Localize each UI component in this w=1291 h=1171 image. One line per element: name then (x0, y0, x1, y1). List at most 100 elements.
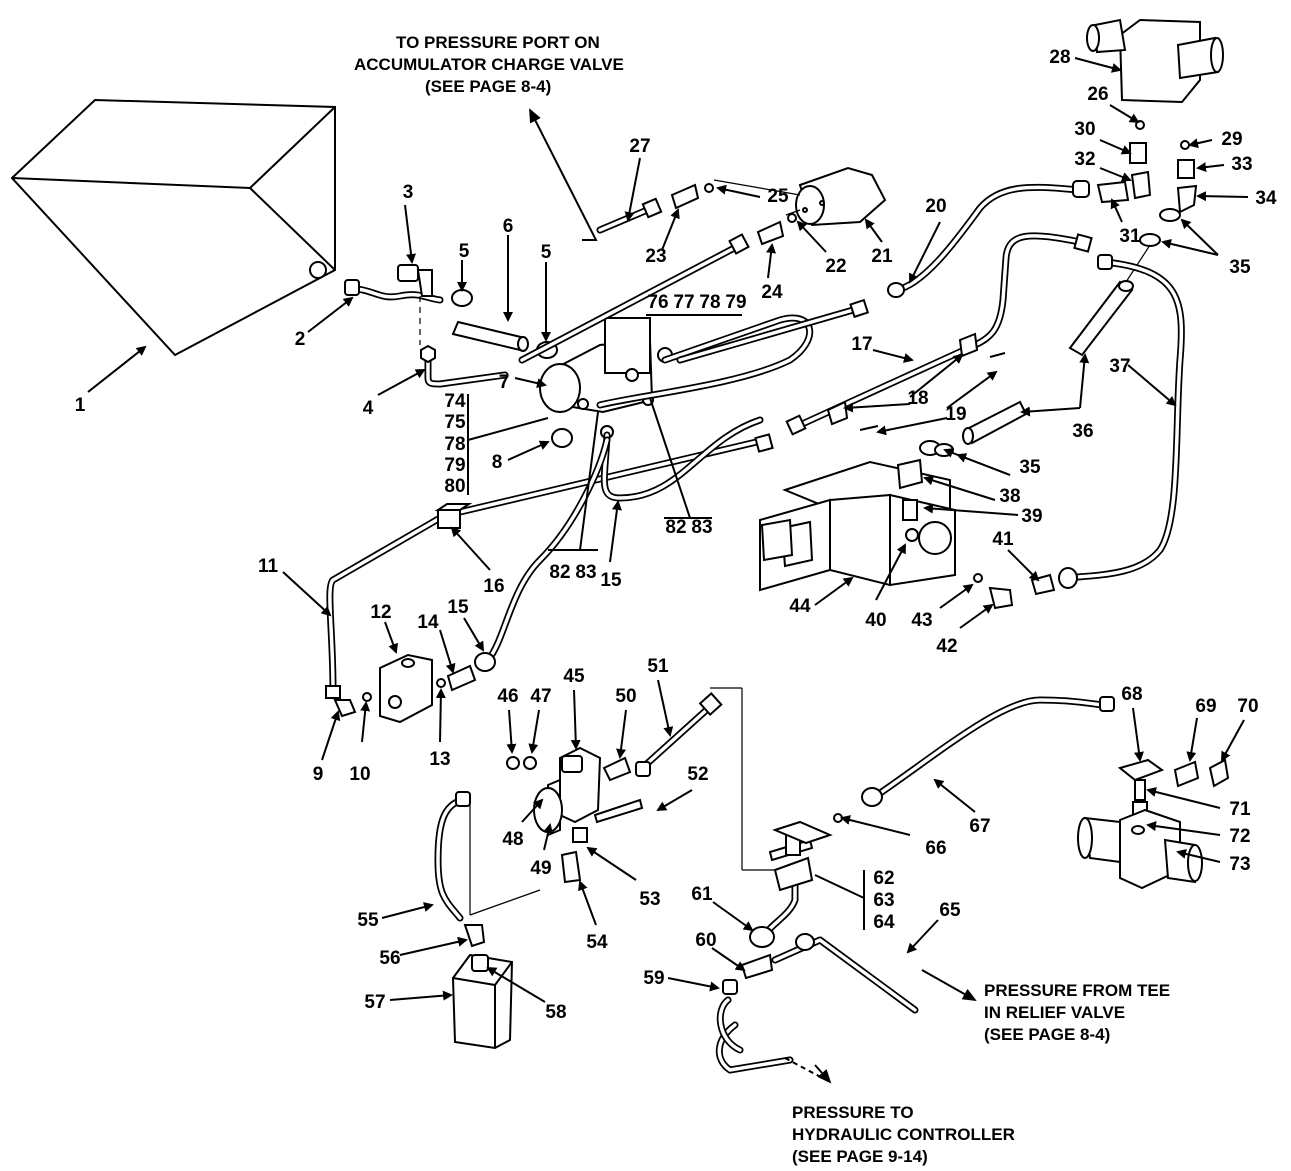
reference-notes: TO PRESSURE PORT ON ACCUMULATOR CHARGE V… (354, 33, 1170, 1166)
group-62-item-3: 64 (873, 912, 895, 933)
callout-70: 70 (1237, 696, 1258, 717)
callout-36: 36 (1072, 421, 1093, 442)
hydraulic-pump (539, 317, 673, 448)
group-76-item-3: 78 (699, 292, 720, 313)
lower-solenoid-valve (469, 687, 780, 916)
callout-52: 52 (687, 764, 708, 785)
callout-50: 50 (615, 686, 636, 707)
callout-72: 72 (1229, 826, 1250, 847)
callout-35a: 35 (1229, 257, 1251, 278)
callout-57: 57 (364, 992, 385, 1013)
callout-61: 61 (691, 884, 713, 905)
callout-56: 56 (379, 948, 400, 969)
control-valve-block (759, 458, 1056, 610)
group-74-item-4: 79 (444, 455, 465, 476)
callout-38: 38 (999, 486, 1020, 507)
long-return-tube (1058, 254, 1185, 589)
callout-21: 21 (871, 246, 893, 267)
group-74-item-1: 74 (444, 391, 466, 412)
callout-69: 69 (1195, 696, 1216, 717)
callout-47: 47 (530, 686, 551, 707)
flow-divider-valve (325, 652, 496, 724)
callout-7: 7 (499, 372, 510, 393)
group-74-item-5: 80 (444, 476, 465, 497)
callout-41: 41 (992, 529, 1014, 550)
callout-73: 73 (1229, 854, 1250, 875)
callout-49: 49 (530, 858, 551, 879)
callout-32: 32 (1074, 149, 1095, 170)
callout-11: 11 (258, 556, 279, 577)
group-76-item-4: 79 (725, 292, 746, 313)
callout-40: 40 (865, 610, 886, 631)
callout-15a: 15 (447, 597, 469, 618)
note-controller-line-1: PRESSURE TO (792, 1103, 914, 1122)
reservoir-tank (10, 98, 336, 357)
callout-29: 29 (1221, 129, 1242, 150)
callout-6: 6 (503, 216, 514, 237)
callout-42: 42 (936, 636, 957, 657)
callout-27: 27 (629, 136, 650, 157)
group-74-item-2: 75 (444, 412, 466, 433)
callout-20: 20 (925, 196, 946, 217)
note-controller-line-3: (SEE PAGE 9-14) (792, 1147, 928, 1166)
callout-3: 3 (403, 182, 414, 203)
callout-53: 53 (639, 889, 660, 910)
bottom-right-valve (1077, 758, 1230, 890)
callout-25: 25 (767, 186, 789, 207)
callout-28: 28 (1049, 47, 1070, 68)
group-82b-item-2: 83 (691, 517, 712, 538)
return-tube (887, 180, 1090, 298)
tank-fittings (344, 264, 509, 388)
note-accumulator-line-1: TO PRESSURE PORT ON (396, 33, 600, 52)
lower-tee-assembly (715, 696, 1115, 1074)
line-bracket-assembly (785, 232, 1093, 436)
callout-10: 10 (349, 764, 370, 785)
accumulator-filter (596, 166, 887, 246)
callout-71: 71 (1229, 799, 1251, 820)
group-82b-item-1: 82 (665, 517, 686, 538)
callout-43: 43 (911, 610, 932, 631)
top-solenoid-valve (1086, 18, 1224, 247)
callout-19: 19 (945, 404, 966, 425)
group-82a-item-1: 82 (549, 562, 570, 583)
callout-9: 9 (313, 764, 324, 785)
group-76-item-2: 77 (673, 292, 694, 313)
callout-numbers: 1 2 3 4 5 5 6 7 8 9 10 11 12 13 14 15 15… (75, 47, 1277, 1023)
callout-30: 30 (1074, 119, 1095, 140)
callout-23: 23 (645, 246, 666, 267)
group-62-item-2: 63 (873, 890, 894, 911)
note-relief-line-2: IN RELIEF VALVE (984, 1003, 1125, 1022)
group-82a-item-2: 83 (575, 562, 596, 583)
note-relief-line-3: (SEE PAGE 8-4) (984, 1025, 1110, 1044)
callout-31: 31 (1119, 226, 1141, 247)
note-accumulator-line-3: (SEE PAGE 8-4) (425, 77, 551, 96)
callout-68: 68 (1121, 684, 1142, 705)
callout-59: 59 (643, 968, 664, 989)
callout-39: 39 (1021, 506, 1042, 527)
callout-65: 65 (939, 900, 961, 921)
group-62-item-1: 62 (873, 868, 894, 889)
callout-22: 22 (825, 256, 846, 277)
callout-51: 51 (647, 656, 669, 677)
callout-34: 34 (1255, 188, 1277, 209)
parts-drawing (10, 18, 1230, 1074)
callout-13: 13 (429, 749, 450, 770)
callout-4: 4 (363, 398, 374, 419)
callout-54: 54 (586, 932, 608, 953)
leader-lines (87, 57, 1249, 1084)
group-74-item-3: 78 (444, 434, 465, 455)
callout-55: 55 (357, 910, 379, 931)
callout-5b: 5 (541, 242, 552, 263)
pressure-tubes (326, 233, 870, 694)
callout-66: 66 (925, 838, 946, 859)
group-76-item-1: 76 (647, 292, 668, 313)
callout-46: 46 (497, 686, 518, 707)
callout-45: 45 (563, 666, 585, 687)
callout-35b: 35 (1019, 457, 1041, 478)
callout-26: 26 (1087, 84, 1108, 105)
callout-2: 2 (295, 329, 306, 350)
callout-14: 14 (417, 612, 439, 633)
callout-8: 8 (492, 452, 503, 473)
callout-17: 17 (851, 334, 872, 355)
